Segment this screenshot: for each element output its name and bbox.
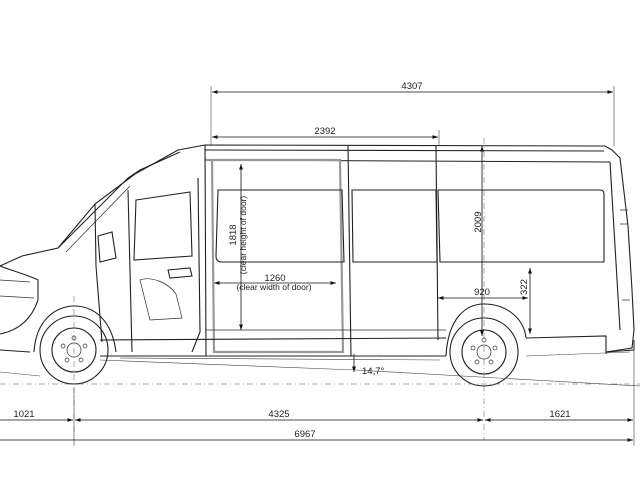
dim-departure-angle: 14,7°	[99, 354, 640, 387]
dim-row-axles: 1021 4325 1621	[0, 409, 633, 422]
label-cargo-length: 4307	[401, 81, 422, 92]
extension-lines	[73, 86, 635, 446]
van-body	[0, 144, 635, 377]
label-departure-angle: 14,7°	[362, 366, 384, 377]
dim-door-clear-height: 1818 (clear height of door)	[228, 164, 248, 330]
label-overall-length: 6967	[294, 429, 315, 440]
label-wheel-arch-length: 920	[474, 287, 490, 298]
dim-door-to-partition: 2392	[212, 126, 438, 139]
label-door-clear-height: 1818	[228, 224, 239, 245]
dim-wheel-arch-height: 322	[519, 268, 532, 334]
dim-overall-length: 6967	[0, 429, 633, 442]
label-front-overhang: 1021	[13, 409, 34, 420]
label-door-clear-width: 1260	[264, 273, 285, 284]
dim-interior-height: 2009	[473, 146, 484, 336]
dim-wheel-arch-length: 920	[438, 287, 528, 300]
label-interior-height: 2009	[473, 211, 484, 232]
label-rear-overhang: 1621	[549, 409, 570, 420]
label-door-to-partition: 2392	[314, 126, 335, 137]
dim-door-clear-width: 1260 (clear width of door)	[214, 273, 336, 292]
label-door-clear-width-note: (clear width of door)	[236, 282, 311, 292]
label-door-clear-height-note: (clear height of door)	[238, 196, 248, 275]
label-wheelbase: 4325	[268, 409, 289, 420]
label-wheel-arch-height: 322	[519, 279, 530, 295]
dim-cargo-length: 4307	[212, 81, 613, 94]
